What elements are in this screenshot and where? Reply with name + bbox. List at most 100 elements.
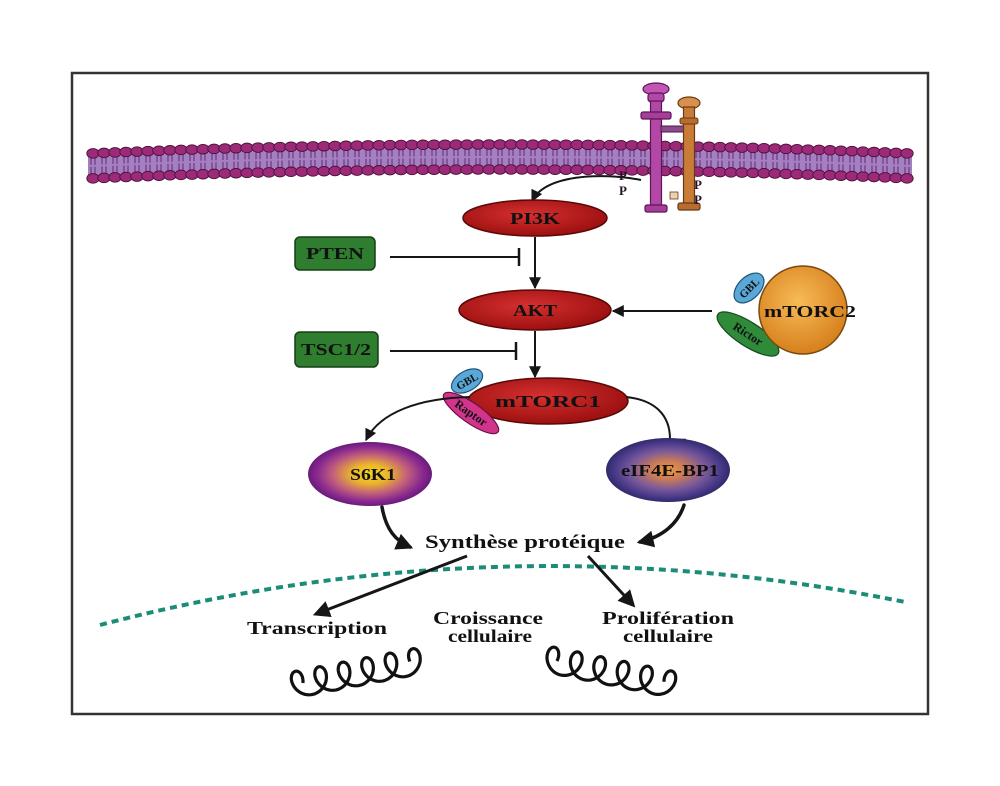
lipid-head [185,144,199,155]
gbl-subunit-mtorc1: GBL [450,368,484,394]
lipid-head [515,164,529,175]
lipid-head [878,172,892,183]
lipid-head [196,143,210,155]
lipid-head [548,164,562,175]
lipid-head [746,167,760,179]
lipid-head [581,139,595,151]
lipid-head [735,167,749,178]
inhibition-mtorc1-eif4ebp1 [625,396,671,440]
lipid-head [801,144,815,155]
lipid-head [383,139,397,151]
lipid-head [669,165,683,177]
lipid-head [570,139,584,151]
lipid-head [900,148,914,159]
dna-helix-icon [289,647,422,697]
lipid-head [449,164,463,175]
arrow-mtorc1-to-s6k1 [365,396,471,442]
rictor-shape [716,311,780,357]
lipid-head [746,142,760,154]
gbl-shape [450,368,484,394]
lipid-head [625,165,639,176]
lipid-head [141,145,155,157]
lipid-head [845,145,859,157]
s6k1-label: S6K1 [350,465,396,484]
phospho-label: P [619,183,627,198]
lipid-head [856,146,870,157]
lipid-head [306,166,320,177]
lipid-head [317,140,331,152]
lipid-head [812,144,826,156]
lipid-head [537,164,551,175]
lipid-head [790,143,804,155]
lipid-head [867,146,881,158]
lipid-head [493,164,507,175]
lipid-head [273,141,287,153]
lipid-head [339,140,353,152]
lipid-head [108,172,122,183]
lipid-head [317,165,331,177]
lipid-head [350,140,364,151]
lipid-head [174,144,188,156]
lipid-head [284,141,298,153]
lipid-tails [90,149,910,174]
tsc-node: TSC1/2 [294,331,379,368]
lipid-head [383,164,397,176]
receptor-dimer: P P P P [619,82,702,213]
tsc-shape [294,331,379,368]
lipid-head [493,139,507,150]
pi3k-label: PI3K [510,209,561,228]
proliferation-label-line: cellulaire [623,626,713,646]
receptor-link [660,125,685,133]
lipid-head [812,169,826,181]
arrow-s6k1-to-synthesis [380,505,414,550]
lipid-head [438,139,452,150]
lipid-head [350,165,364,176]
lipid-head [713,141,727,153]
raptor-subunit: Raptor [442,391,500,435]
mtorc1-label: mTORC1 [495,392,601,411]
lipid-head [515,139,529,150]
lipid-head [735,142,749,153]
lipid-head [141,170,155,182]
lipid-head [108,147,122,158]
receptor-monomer-orange [669,96,701,211]
lipid-head [570,164,584,176]
lipid-head [504,139,518,150]
eif4ebp1-shape [606,438,730,502]
lipid-head [779,143,793,155]
lipid-head [526,164,540,175]
lipid-head [229,167,243,179]
arrow-eif4ebp1-to-synthesis [636,503,686,548]
lipid-head [702,166,716,178]
s6k1-shape [308,442,432,506]
lipid-head [471,139,485,150]
lipid-head [130,146,144,157]
lipid-head [526,139,540,150]
gbl-subunit-mtorc2: GBL [733,272,765,304]
lipid-head [97,147,111,159]
arrow-synthesis-to-transcription [312,554,468,618]
pten-shape [294,236,376,271]
lipid-head [152,170,166,181]
akt-label: AKT [513,301,558,320]
lipid-head [240,142,254,154]
proliferation-label-line: Prolifération [602,608,734,628]
lipid-head [86,173,100,184]
lipid-head [779,168,793,180]
lipid-head [867,171,881,183]
lipid-head [97,172,111,184]
lipid-head [251,167,265,178]
lipid-head [757,167,771,179]
lipid-head [592,139,606,151]
tsc-label: TSC1/2 [301,340,371,359]
lipid-head [482,139,496,150]
lipid-head [427,139,441,150]
pi3k-node: PI3K [462,199,608,237]
lipid-head [768,143,782,154]
lipid-head [218,143,232,154]
lipid-head [394,164,408,176]
lipid-head [625,140,639,151]
lipid-head [416,139,430,151]
raptor-shape [442,391,500,435]
